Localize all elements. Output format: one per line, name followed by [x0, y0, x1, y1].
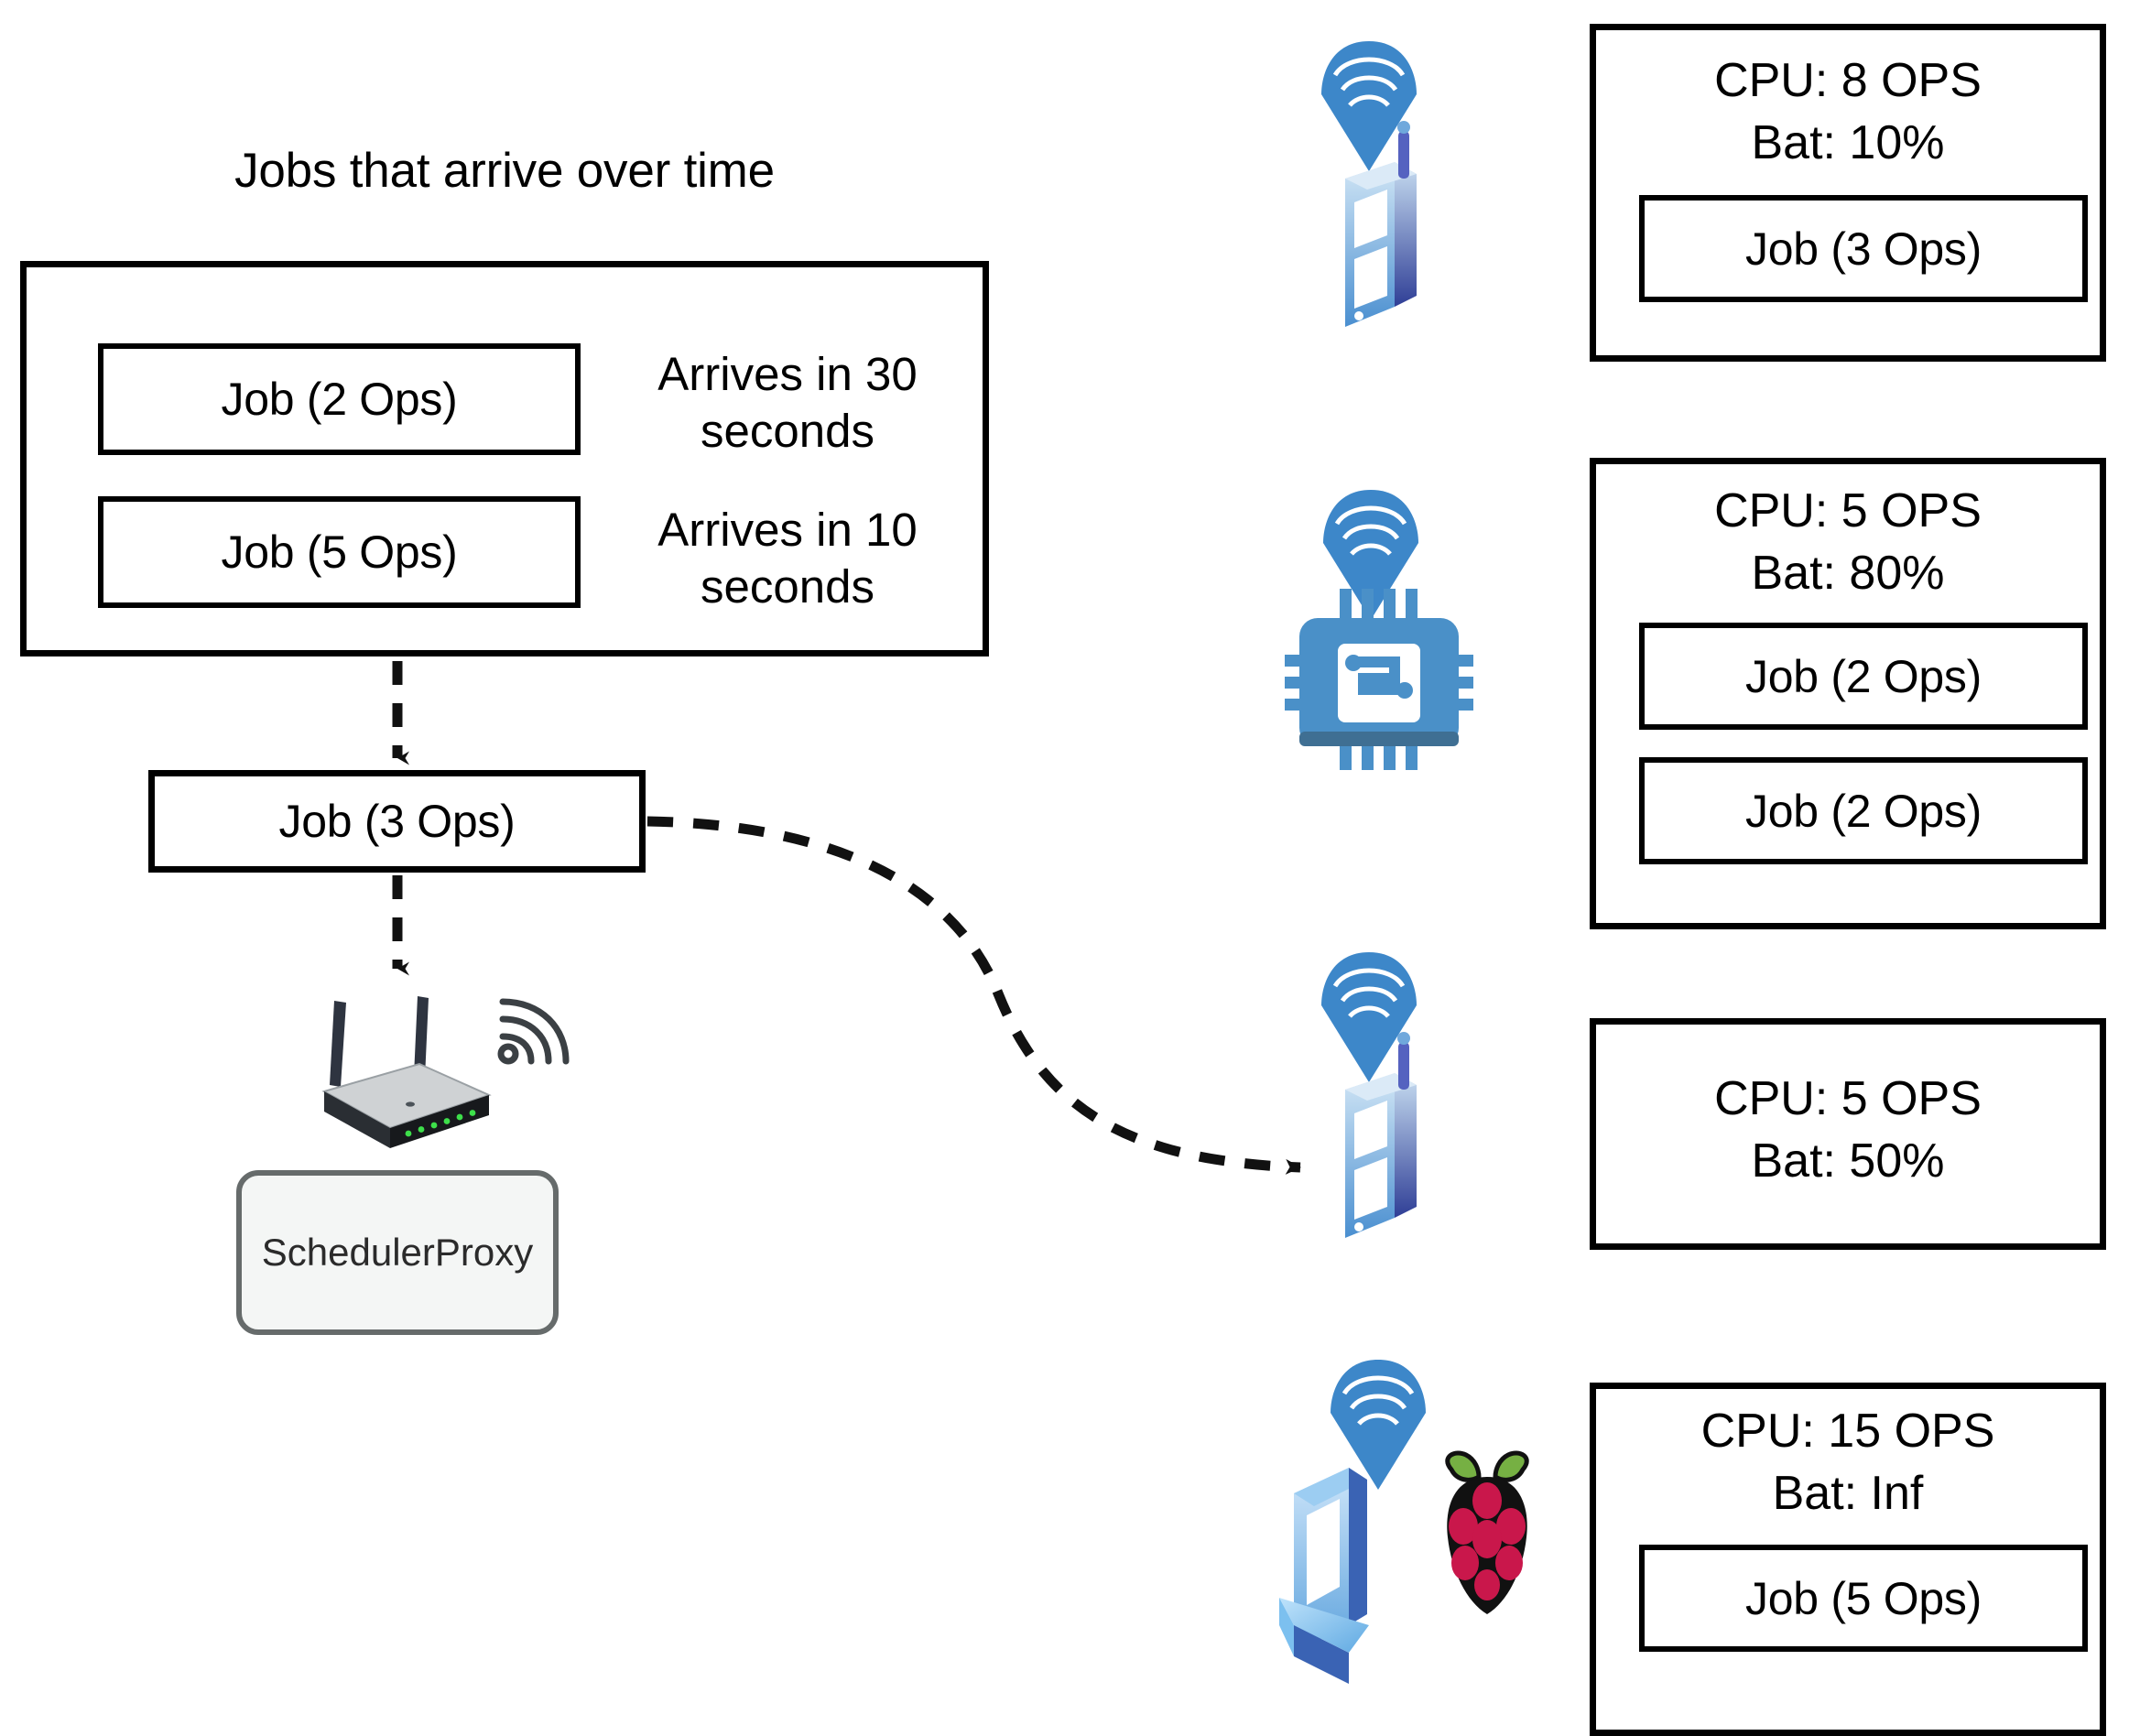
- device-info-text-0: CPU: 8 OPS Bat: 10%: [1714, 54, 1982, 169]
- device-info-text-1: CPU: 5 OPS Bat: 80%: [1714, 484, 1982, 600]
- device-icon-2: [1314, 943, 1488, 1254]
- dispatched-job-box[interactable]: Job (3 Ops): [148, 770, 646, 873]
- device-info-box-2: [1590, 1018, 2106, 1250]
- wifi-router-icon: [291, 989, 502, 1154]
- device-icon-3: [1277, 1351, 1570, 1689]
- scheduler-proxy-box[interactable]: SchedulerProxy: [236, 1170, 559, 1335]
- device-job-box-3-0[interactable]: Job (5 Ops): [1639, 1545, 2088, 1652]
- wifi-signal-icon: [490, 993, 572, 1071]
- device-info-box-0: [1590, 24, 2106, 362]
- device-job-box-0-0[interactable]: Job (3 Ops): [1639, 195, 2088, 302]
- page-title: Jobs that arrive over time: [234, 144, 775, 198]
- queue-job-box-1[interactable]: Job (5 Ops): [98, 496, 581, 608]
- device-icon-0: [1314, 32, 1488, 343]
- wifi-signal-icon: [1321, 41, 1417, 171]
- device-job-label-0-0: Job (3 Ops): [1745, 222, 1982, 275]
- arrow-job-to-device-3: [646, 816, 1301, 1175]
- device-job-label-1-1: Job (2 Ops): [1745, 785, 1982, 837]
- wifi-signal-icon: [1323, 490, 1418, 620]
- scheduler-proxy-label: SchedulerProxy: [261, 1231, 534, 1274]
- queue-job-arrival-0: Arrives in 30 seconds: [657, 348, 918, 458]
- device-job-label-1-0: Job (2 Ops): [1745, 650, 1982, 702]
- device-job-box-1-0[interactable]: Job (2 Ops): [1639, 623, 2088, 730]
- queue-job-box-0[interactable]: Job (2 Ops): [98, 343, 581, 455]
- queue-job-label-0: Job (2 Ops): [221, 374, 458, 425]
- device-job-label-3-0: Job (5 Ops): [1745, 1572, 1982, 1624]
- device-icon-1: [1277, 481, 1488, 783]
- device-info-text-3: CPU: 15 OPS Bat: Inf: [1700, 1405, 1995, 1520]
- device-info-text-2: CPU: 5 OPS Bat: 50%: [1714, 1072, 1982, 1188]
- queue-job-arrival-1: Arrives in 10 seconds: [657, 504, 918, 613]
- device-job-box-1-1[interactable]: Job (2 Ops): [1639, 757, 2088, 864]
- dispatched-job-label: Job (3 Ops): [278, 796, 516, 847]
- queue-job-label-1: Job (5 Ops): [221, 526, 458, 578]
- wifi-signal-icon: [1331, 1360, 1426, 1490]
- wifi-signal-icon: [1321, 952, 1417, 1082]
